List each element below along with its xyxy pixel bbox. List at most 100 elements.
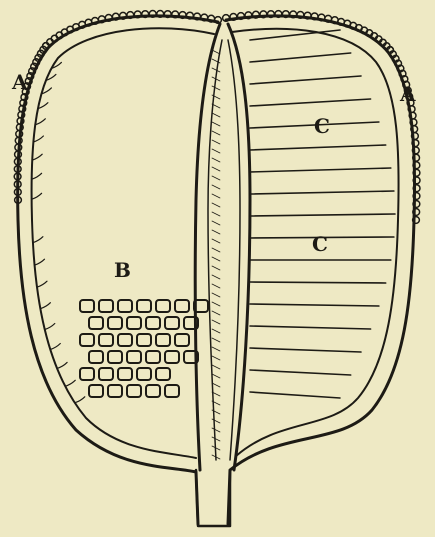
tissue-cell bbox=[146, 385, 160, 397]
tissue-cell bbox=[89, 385, 103, 397]
radial-septa bbox=[250, 30, 395, 398]
hatch-stroke bbox=[212, 86, 220, 90]
hatch-stroke bbox=[212, 374, 220, 378]
wall-hair bbox=[65, 380, 75, 386]
tissue-cell bbox=[146, 351, 160, 363]
wall-hair bbox=[35, 259, 45, 265]
hatch-stroke bbox=[212, 212, 220, 216]
tissue-cell bbox=[156, 334, 170, 346]
hatch-stroke bbox=[212, 419, 220, 423]
tissue-cell bbox=[80, 368, 94, 380]
radial-septum bbox=[250, 99, 371, 106]
tissue-cell bbox=[137, 334, 151, 346]
tissue-cell bbox=[156, 300, 170, 312]
hatch-stroke bbox=[212, 437, 220, 441]
radial-septum bbox=[250, 191, 394, 194]
hatch-stroke bbox=[212, 221, 220, 225]
tissue-cell bbox=[99, 300, 113, 312]
radial-septum bbox=[250, 370, 351, 375]
radial-septum bbox=[250, 326, 371, 329]
cellular-tissue bbox=[80, 300, 208, 397]
hatch-stroke bbox=[212, 320, 220, 324]
tissue-cell bbox=[118, 334, 132, 346]
tissue-cell bbox=[89, 351, 103, 363]
wall-hair bbox=[75, 397, 85, 403]
hatch-stroke bbox=[212, 158, 220, 162]
tissue-cell bbox=[89, 317, 103, 329]
tissue-cell bbox=[80, 334, 94, 346]
tissue-cell bbox=[108, 317, 122, 329]
hatch-stroke bbox=[212, 131, 220, 135]
label-c-upper: C bbox=[314, 116, 330, 136]
tissue-cell bbox=[127, 317, 141, 329]
hatch-stroke bbox=[212, 302, 220, 306]
hatch-stroke bbox=[212, 167, 220, 171]
hatch-stroke bbox=[212, 257, 220, 261]
tissue-cell bbox=[127, 385, 141, 397]
wall-hair bbox=[45, 324, 55, 330]
hatch-stroke bbox=[212, 365, 220, 369]
hatch-stroke bbox=[212, 194, 220, 198]
tissue-cell bbox=[118, 300, 132, 312]
wall-hair bbox=[40, 303, 50, 309]
wall-hair bbox=[33, 136, 43, 142]
wall-hair bbox=[32, 173, 42, 179]
hatch-stroke bbox=[212, 149, 220, 153]
radial-septum bbox=[250, 282, 386, 283]
central-septum-inner-line-2 bbox=[228, 40, 240, 460]
wall-hair bbox=[57, 362, 67, 368]
hatch-stroke bbox=[212, 329, 220, 333]
wall-hair bbox=[33, 237, 43, 243]
radial-septum bbox=[250, 145, 386, 150]
hatch-stroke bbox=[212, 293, 220, 297]
tissue-cell bbox=[165, 351, 179, 363]
radial-septum bbox=[250, 304, 379, 306]
hatch-stroke bbox=[212, 284, 220, 288]
right-valve-outer-wall bbox=[226, 16, 415, 524]
stalk bbox=[196, 470, 230, 526]
hatch-stroke bbox=[212, 140, 220, 144]
hatch-stroke bbox=[212, 248, 220, 252]
tissue-cell bbox=[137, 368, 151, 380]
radial-septum bbox=[250, 214, 395, 216]
tissue-cell bbox=[127, 351, 141, 363]
central-septum-inner-line bbox=[208, 40, 222, 460]
label-a-left: A bbox=[12, 72, 28, 92]
hatch-stroke bbox=[212, 50, 220, 54]
tissue-cell bbox=[175, 300, 189, 312]
tissue-cell bbox=[99, 334, 113, 346]
hatch-stroke bbox=[212, 113, 220, 117]
hatch-stroke bbox=[212, 185, 220, 189]
hatch-stroke bbox=[212, 338, 220, 342]
tissue-cell bbox=[165, 385, 179, 397]
tissue-cell bbox=[137, 300, 151, 312]
tissue-cell bbox=[99, 368, 113, 380]
label-a-right: A bbox=[400, 84, 416, 104]
tissue-cell bbox=[165, 317, 179, 329]
radial-septum bbox=[250, 76, 361, 84]
tissue-cell bbox=[175, 334, 189, 346]
central-septum-right-edge bbox=[228, 24, 250, 470]
hatch-stroke bbox=[212, 347, 220, 351]
tissue-cell bbox=[80, 300, 94, 312]
radial-septum bbox=[250, 392, 340, 398]
wall-hair bbox=[37, 281, 47, 287]
inner-wall-hairs bbox=[32, 62, 85, 402]
tissue-cell bbox=[108, 385, 122, 397]
wall-hair bbox=[32, 193, 42, 199]
radial-septum bbox=[250, 168, 391, 172]
tissue-cell bbox=[108, 351, 122, 363]
hatch-stroke bbox=[212, 122, 220, 126]
tissue-cell bbox=[118, 368, 132, 380]
hatch-stroke bbox=[212, 203, 220, 207]
wall-hair bbox=[32, 154, 42, 160]
hatch-stroke bbox=[212, 230, 220, 234]
radial-septum bbox=[250, 53, 351, 62]
radial-septum bbox=[250, 348, 361, 352]
hatch-stroke bbox=[212, 266, 220, 270]
hatch-stroke bbox=[212, 311, 220, 315]
hatch-stroke bbox=[212, 356, 220, 360]
label-c-lower: C bbox=[312, 234, 328, 254]
